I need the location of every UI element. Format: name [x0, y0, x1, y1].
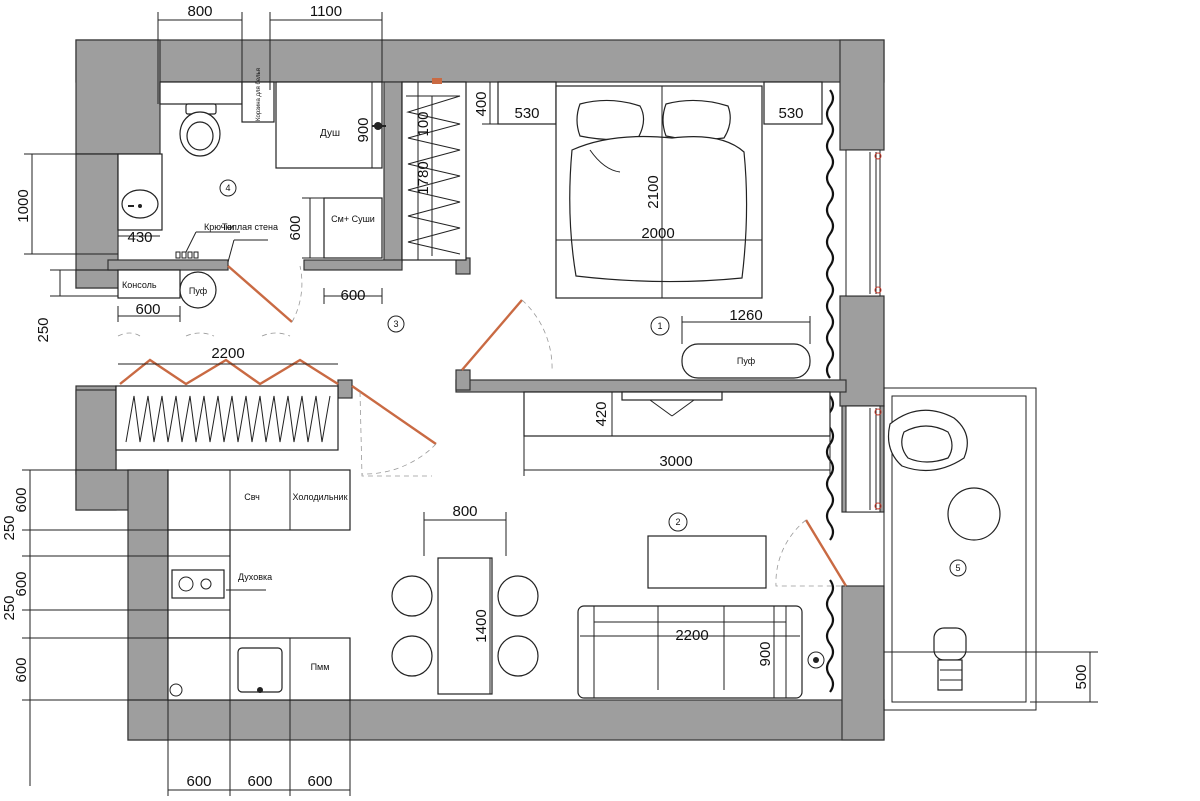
dim-kitchen-row-3: 600: [13, 571, 30, 596]
cooktop-icon: [171, 569, 225, 599]
hall-pouf-label: Пуф: [189, 286, 208, 296]
fridge-label: Холодильник: [292, 492, 347, 502]
dim-washer-width: 600: [340, 287, 365, 304]
dim-wardrobe-width: 2200: [211, 345, 244, 362]
dim-bed-length: 2100: [645, 175, 662, 208]
hall: Консоль Пуф 3: [117, 265, 553, 477]
dim-closet-length: 1780: [415, 161, 432, 194]
laundry-basket-label: Корзина для белья: [256, 68, 262, 121]
dim-nightstand-right: 530: [778, 105, 803, 122]
entrance-door: [351, 385, 437, 445]
dim-kitchen-row-2: 250: [1, 515, 18, 540]
dim-kitchen-bottom-3: 600: [307, 773, 332, 790]
dim-bath-height: 1000: [15, 189, 32, 222]
dimension-lines: [22, 12, 1098, 796]
balcony: 5: [884, 409, 1030, 691]
dim-kitchen-row-4: 250: [1, 595, 18, 620]
dim-table-width: 800: [452, 503, 477, 520]
floor-lamp-icon: [807, 651, 825, 669]
room-number-4: 4: [225, 183, 230, 193]
bedroom: Пуф 1: [497, 81, 823, 379]
hooks-icon: [175, 251, 199, 259]
room-number-5: 5: [955, 563, 960, 573]
shower: [275, 81, 383, 169]
washer-dryer-label: См+ Суши: [331, 214, 375, 224]
dim-sofa-depth: 900: [757, 641, 774, 666]
hooks-label: Крючки: [204, 222, 234, 232]
dim-sink-width: 430: [127, 229, 152, 246]
room-number-1: 1: [657, 321, 662, 331]
bathroom-door: [227, 265, 293, 323]
round-table: [947, 487, 1001, 541]
bedroom-pouf: [681, 343, 811, 379]
dim-tv-width: 3000: [659, 453, 692, 470]
oven-label: Духовка: [238, 572, 272, 582]
kitchen: Свч Холодильник Духовка Пмм: [167, 469, 351, 701]
laundry-basket: [241, 81, 275, 123]
armchair-icon: [887, 409, 968, 472]
dim-nightstand-depth: 400: [473, 91, 490, 116]
microwave-label: Свч: [244, 492, 260, 502]
dim-kitchen-row-5: 600: [13, 657, 30, 682]
dim-nightstand-left: 530: [514, 105, 539, 122]
windows: [845, 149, 882, 513]
dim-wc-width: 800: [187, 3, 212, 20]
office-chair-icon: [933, 627, 967, 691]
dimension-texts: 800 1100 1000 430 250 600 2200 900 100 1…: [1, 3, 1090, 790]
room-number-2: 2: [675, 517, 680, 527]
dim-niche-depth: 250: [35, 317, 52, 342]
shower-tap-icon: [372, 122, 386, 130]
dim-kitchen-bottom-2: 600: [247, 773, 272, 790]
dishwasher-label: Пмм: [311, 662, 330, 672]
dim-kitchen-row-1: 600: [13, 487, 30, 512]
dim-shower-depth: 900: [355, 117, 372, 142]
nightstand-right: [763, 81, 823, 125]
shower-label: Душ: [320, 128, 340, 139]
walls: [75, 39, 1037, 741]
dim-sofa-width: 2200: [675, 627, 708, 644]
hall-pouf: [179, 271, 217, 309]
dim-balcony-desk: 500: [1073, 664, 1090, 689]
hall-wardrobe: [115, 332, 339, 451]
room-number-3: 3: [393, 319, 398, 329]
console-label: Консоль: [122, 280, 157, 290]
dim-closet-upper: 100: [415, 111, 432, 136]
washer-dryer: [323, 197, 383, 259]
nightstand-left: [497, 81, 557, 125]
dim-tv-depth: 420: [593, 401, 610, 426]
sofa: [577, 605, 803, 699]
balcony-door: [804, 519, 848, 587]
warm-wall-label: Теплая стена: [222, 222, 278, 232]
bedroom-door: [461, 299, 523, 371]
bedroom-pouf-label: Пуф: [737, 356, 756, 366]
dim-washer-depth: 600: [287, 215, 304, 240]
dim-table-length: 1400: [473, 609, 490, 642]
dim-kitchen-bottom-1: 600: [186, 773, 211, 790]
console: [117, 269, 181, 299]
dim-pouf-width: 1260: [729, 307, 762, 324]
dim-console-width: 600: [135, 301, 160, 318]
dining-table: [437, 557, 493, 695]
living-room: 2: [391, 391, 848, 699]
toilet-icon: [179, 103, 221, 157]
dim-shower-width: 1100: [310, 3, 342, 20]
coffee-table: [647, 535, 767, 589]
dining-chairs: [391, 575, 539, 677]
dim-bed-width: 2000: [641, 225, 674, 242]
bedroom-closet: [401, 78, 467, 261]
sink-icon: [237, 647, 283, 693]
